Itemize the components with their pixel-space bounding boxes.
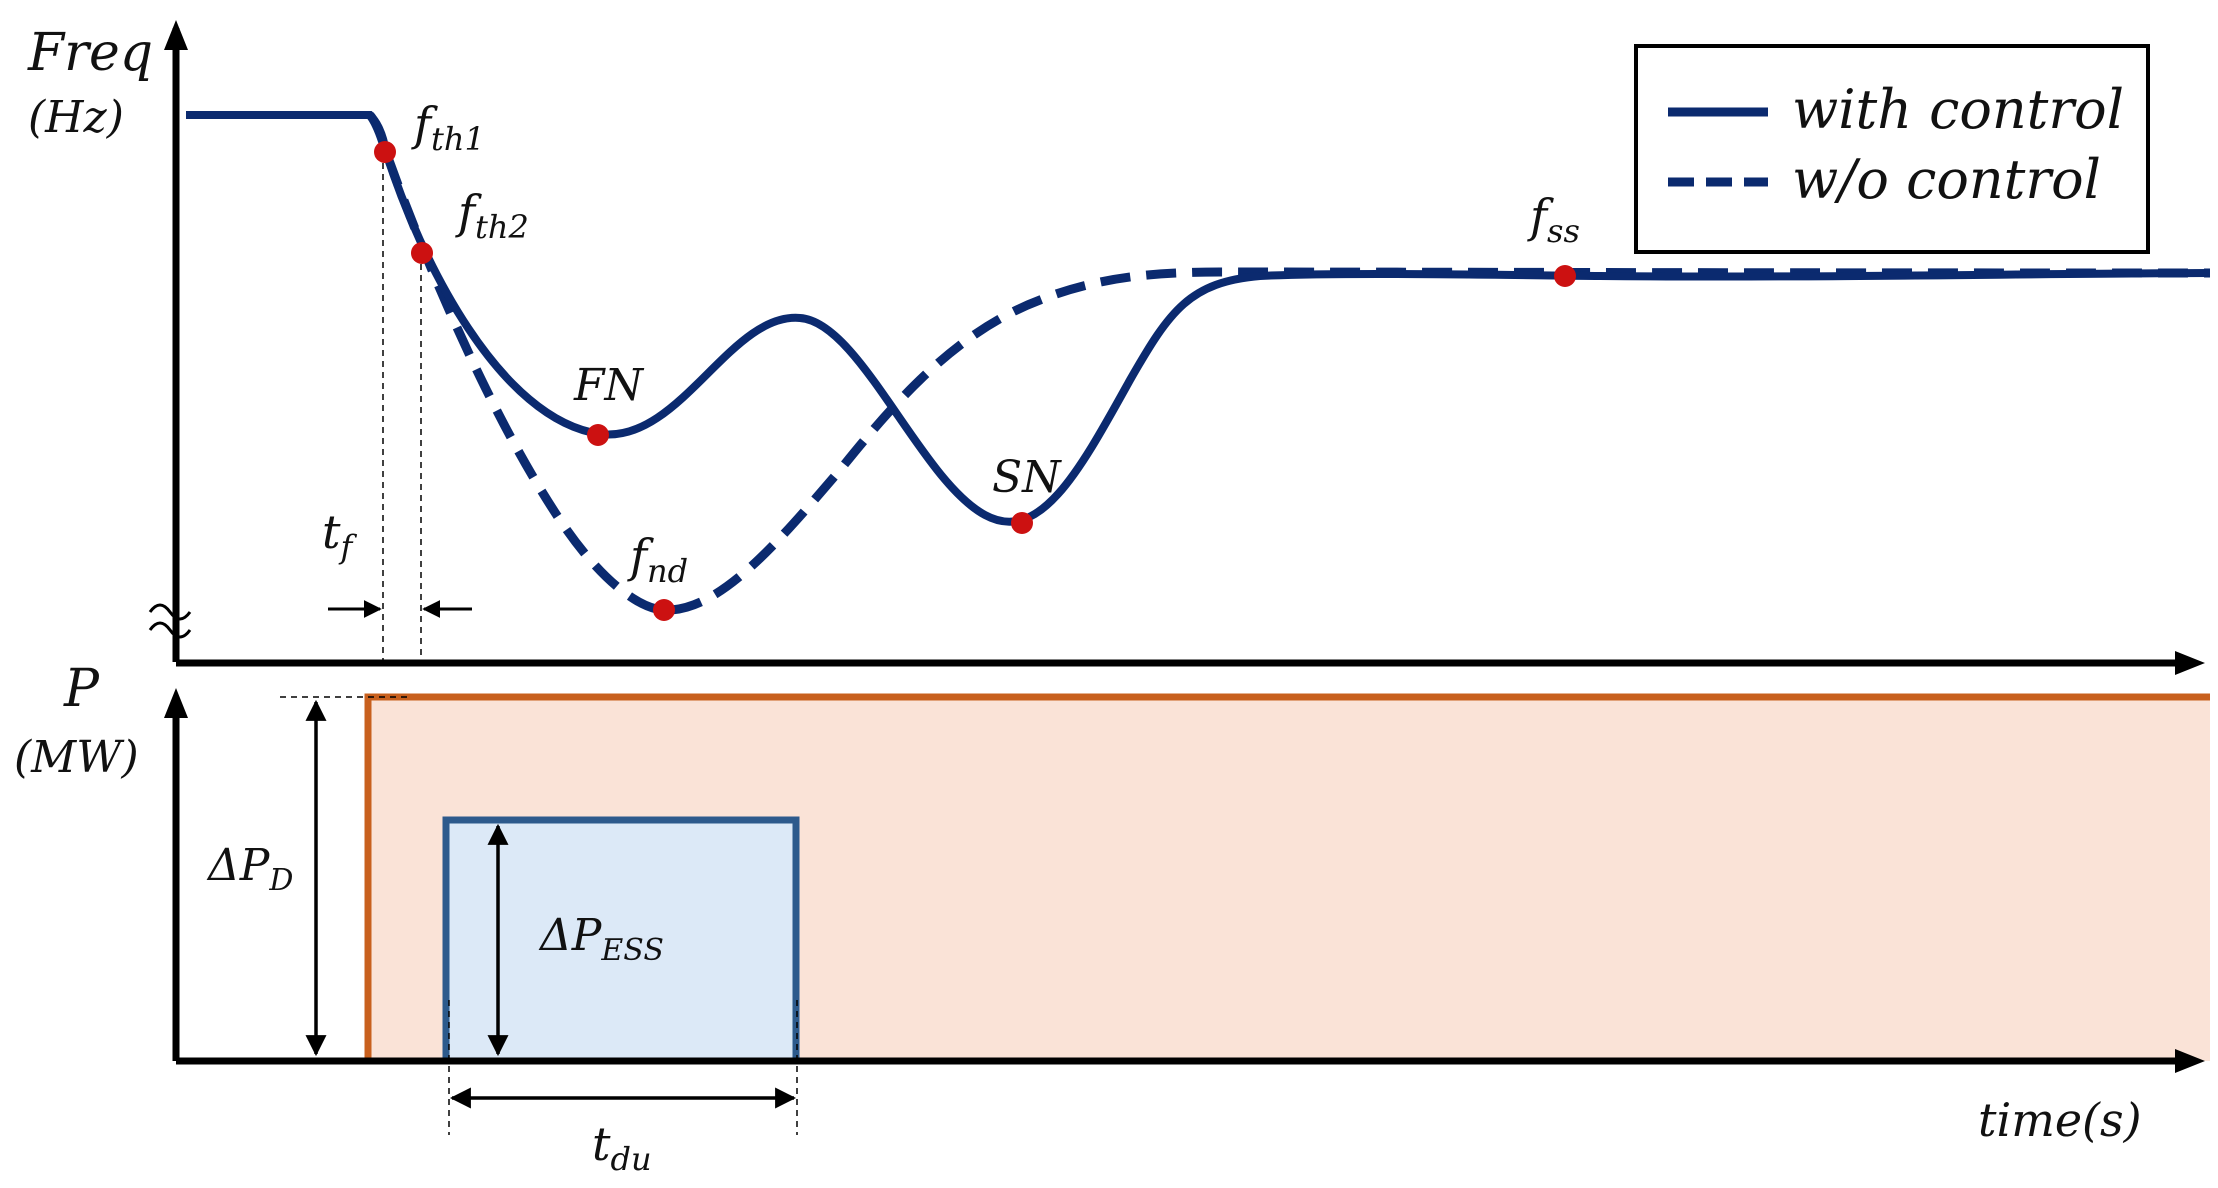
power-axis-unit: (MW) <box>14 732 139 783</box>
legend: with control w/o control <box>1634 44 2150 254</box>
legend-with-control: with control <box>1792 78 2124 141</box>
time-axis-upper-arrow <box>2175 651 2205 675</box>
axis-break-icon <box>148 603 192 639</box>
fnd-marker <box>653 599 675 621</box>
delta-pd-label: ΔPD <box>206 840 293 898</box>
fth1-marker <box>374 141 396 163</box>
sn-label: SN <box>992 452 1062 503</box>
legend-without-control: w/o control <box>1792 148 2101 211</box>
tf-label: tf <box>322 505 358 566</box>
tdu-label: tdu <box>592 1117 652 1178</box>
freq-axis-arrow <box>164 20 188 50</box>
freq-axis-unit: (Hz) <box>28 92 124 143</box>
fn-marker <box>587 424 609 446</box>
fnd-label: fnd <box>627 529 688 590</box>
power-axis-label: P <box>63 659 100 719</box>
legend-box <box>1634 44 2150 254</box>
fss-marker <box>1554 265 1576 287</box>
time-axis-lower-arrow <box>2175 1049 2205 1073</box>
fth2-label: fth2 <box>455 185 529 246</box>
power-axis-arrow <box>164 688 188 718</box>
delta-pess-label: ΔPESS <box>538 910 664 968</box>
fth1-label: fth1 <box>411 97 485 158</box>
fn-label: FN <box>573 360 645 411</box>
time-axis-label: time(s) <box>1978 1093 2142 1147</box>
fss-label: fss <box>1527 189 1580 250</box>
freq-axis-label: Freq <box>27 23 153 83</box>
sn-marker <box>1011 512 1033 534</box>
fth2-marker <box>411 242 433 264</box>
